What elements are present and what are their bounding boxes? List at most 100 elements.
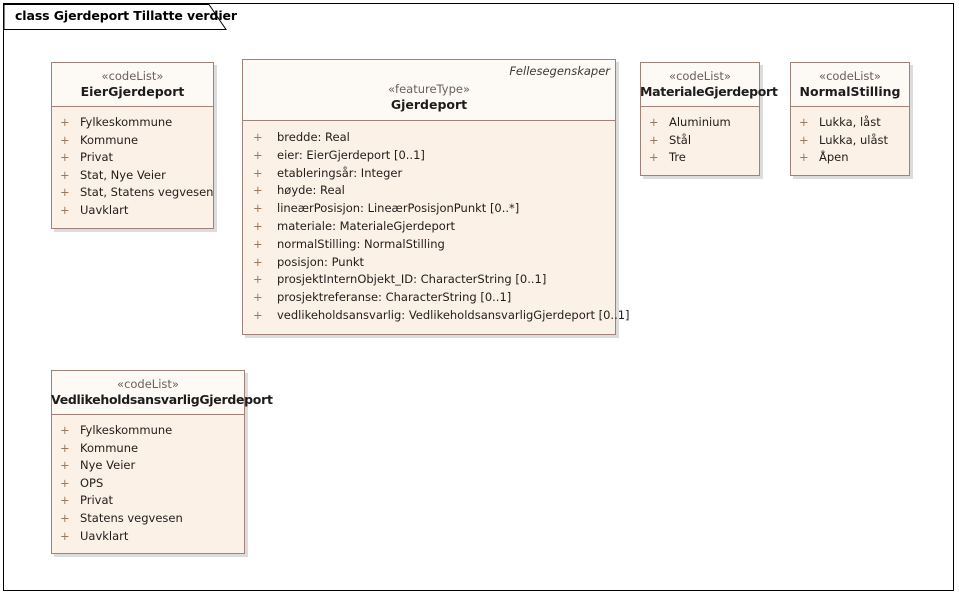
class-name: EierGjerdeport [80,84,185,99]
list-item: + prosjektreferanse: CharacterString [0..… [243,289,615,307]
class-box-materialegjerdeport[interactable]: «codeList» MaterialeGjerdeport + Aluminiu… [640,62,778,176]
literal-label: Fylkeskommune [80,115,173,129]
attribute-label: høyde: Real [277,183,345,198]
visibility-marker: + [60,475,70,490]
literal-label: Tre [669,150,686,165]
list-item: +lineærPosisjon: LineærPosisjonPunkt [0.… [243,200,615,218]
list-item: + eier: EierGjerdeport [0..1] [243,147,615,165]
visibility-marker: + [60,202,70,217]
list-item: +Stat, Nye Veier [52,167,213,185]
visibility-marker: + [649,150,659,165]
list-item: +prosjektInternObjekt_ID: CharacterStrin… [243,271,615,289]
class-literals: + Lukka, låst + Lukka, ulåst + Åpen [791,107,909,175]
list-item: +bredde: Real [243,129,615,147]
list-item: + høyde: Real [243,182,615,200]
list-item: + Uavklart [52,528,244,546]
list-item: + Statens vegvesen [52,510,244,528]
attribute-label: prosjektInternObjekt_ID: CharacterString… [277,272,547,287]
class-name: NormalStilling [799,84,901,99]
list-item: +Fylkeskommune [52,422,244,440]
attribute-label: etableringsår: Integer [277,165,403,180]
list-item: +materiale: MaterialeGjerdeport [243,218,615,236]
list-item: + etableringsår: Integer [243,165,615,183]
class-stereotype: «codeList» [117,377,179,391]
visibility-marker: + [60,150,70,165]
visibility-marker: + [60,458,70,473]
literal-label: Aluminium [669,115,731,129]
class-header: «codeList» EierGjerdeport [52,63,213,107]
class-name: MaterialeGjerdeport [640,84,778,99]
literal-label: Stål [669,132,692,147]
list-item: + Åpen [791,149,909,167]
literal-label: Privat [80,493,114,508]
visibility-marker: + [649,115,659,129]
visibility-marker: + [253,290,263,305]
attribute-label: eier: EierGjerdeport [0..1] [277,147,425,162]
literal-label: Stat, Nye Veier [80,167,166,182]
literal-label: Åpen [819,150,849,165]
class-stereotype: «codeList» [669,69,731,83]
list-item: + posisjon: Punkt [243,254,615,272]
class-header: «codeList» VedlikeholdsansvarligGjerdepo… [51,371,273,415]
attribute-label: vedlikeholdsansvarlig: Vedlikeholdsansva… [277,307,630,322]
list-item: + Privat [52,492,244,510]
attribute-label: posisjon: Punkt [277,254,365,269]
visibility-marker: + [60,115,70,129]
class-attributes: +bredde: Real +eier: EierGjerdeport [0..… [243,121,630,334]
visibility-marker: + [253,183,263,198]
visibility-marker: + [253,147,263,162]
class-box-vedlikeholdsansvarliggjerdeport[interactable]: «codeList» VedlikeholdsansvarligGjerdepo… [51,370,273,555]
attribute-label: prosjektreferanse: CharacterString [0..1… [277,290,512,305]
list-item: +Stat, Statens vegvesen [52,184,213,202]
list-item: + Uavklart [52,202,213,220]
literal-label: Statens vegvesen [80,510,183,525]
list-item: + Lukka, låst [791,114,909,132]
diagram-title: class Gjerdeport Tillatte verdier [15,8,237,23]
class-stereotype: «featureType» [387,82,470,96]
visibility-marker: + [60,185,70,200]
attribute-label: lineærPosisjon: LineærPosisjonPunkt [0..… [277,201,520,216]
list-item: +Kommune [52,440,244,458]
visibility-marker: + [60,132,70,147]
visibility-marker: + [253,254,263,269]
visibility-marker: + [60,423,70,437]
list-item: + Kommune [52,132,213,150]
class-box-gjerdeport[interactable]: Fellesegenskaper «featureType» Gjerdepor… [242,59,630,335]
visibility-marker: + [60,528,70,543]
class-literals: +Fylkeskommune +Kommune +Privat +Stat, N… [52,107,213,228]
class-header: Fellesegenskaper «featureType» Gjerdepor… [243,60,615,121]
literal-label: Privat [80,150,114,165]
list-item: +OPS [52,475,244,493]
attribute-label: bredde: Real [277,130,350,144]
class-box-normalstilling[interactable]: «codeList» NormalStilling + Lukka, låst +… [790,62,910,176]
visibility-marker: + [799,132,809,147]
attribute-label: materiale: MaterialeGjerdeport [277,218,456,233]
literal-label: Uavklart [80,202,129,217]
literal-label: Uavklart [80,528,129,543]
literal-label: Lukka, låst [819,115,881,129]
visibility-marker: + [253,165,263,180]
class-header: «codeList» MaterialeGjerdeport [640,63,778,107]
diagram-title-tab: class Gjerdeport Tillatte verdier [4,4,237,30]
literal-label: Lukka, ulåst [819,132,888,147]
literal-label: Kommune [80,132,139,147]
visibility-marker: + [60,510,70,525]
class-literals: +Fylkeskommune +Kommune +Nye Veier +OPS … [52,415,244,554]
list-item: +Nye Veier [52,457,244,475]
literal-label: Kommune [80,440,139,455]
class-name: Gjerdeport [390,97,468,112]
class-box-eiergjerdeport[interactable]: «codeList» EierGjerdeport + Fylkeskommune… [51,62,214,229]
list-item: +normalStilling: NormalStilling [243,236,615,254]
visibility-marker: + [799,115,809,129]
list-item: + Tre [641,149,759,167]
class-literals: + Aluminium + Stål + Tre [641,107,759,175]
namespace-label: Fellesegenskaper [509,64,610,78]
class-header: «codeList» NormalStilling [791,63,909,107]
class-stereotype: «codeList» [819,69,881,83]
diagram-canvas: class Gjerdeport Tillatte verdier «codeL… [3,3,954,591]
list-item: + Fylkeskommune [52,114,213,132]
attribute-label: normalStilling: NormalStilling [277,236,445,251]
list-item: + Lukka, ulåst [791,132,909,150]
visibility-marker: + [60,493,70,508]
visibility-marker: + [799,150,809,165]
